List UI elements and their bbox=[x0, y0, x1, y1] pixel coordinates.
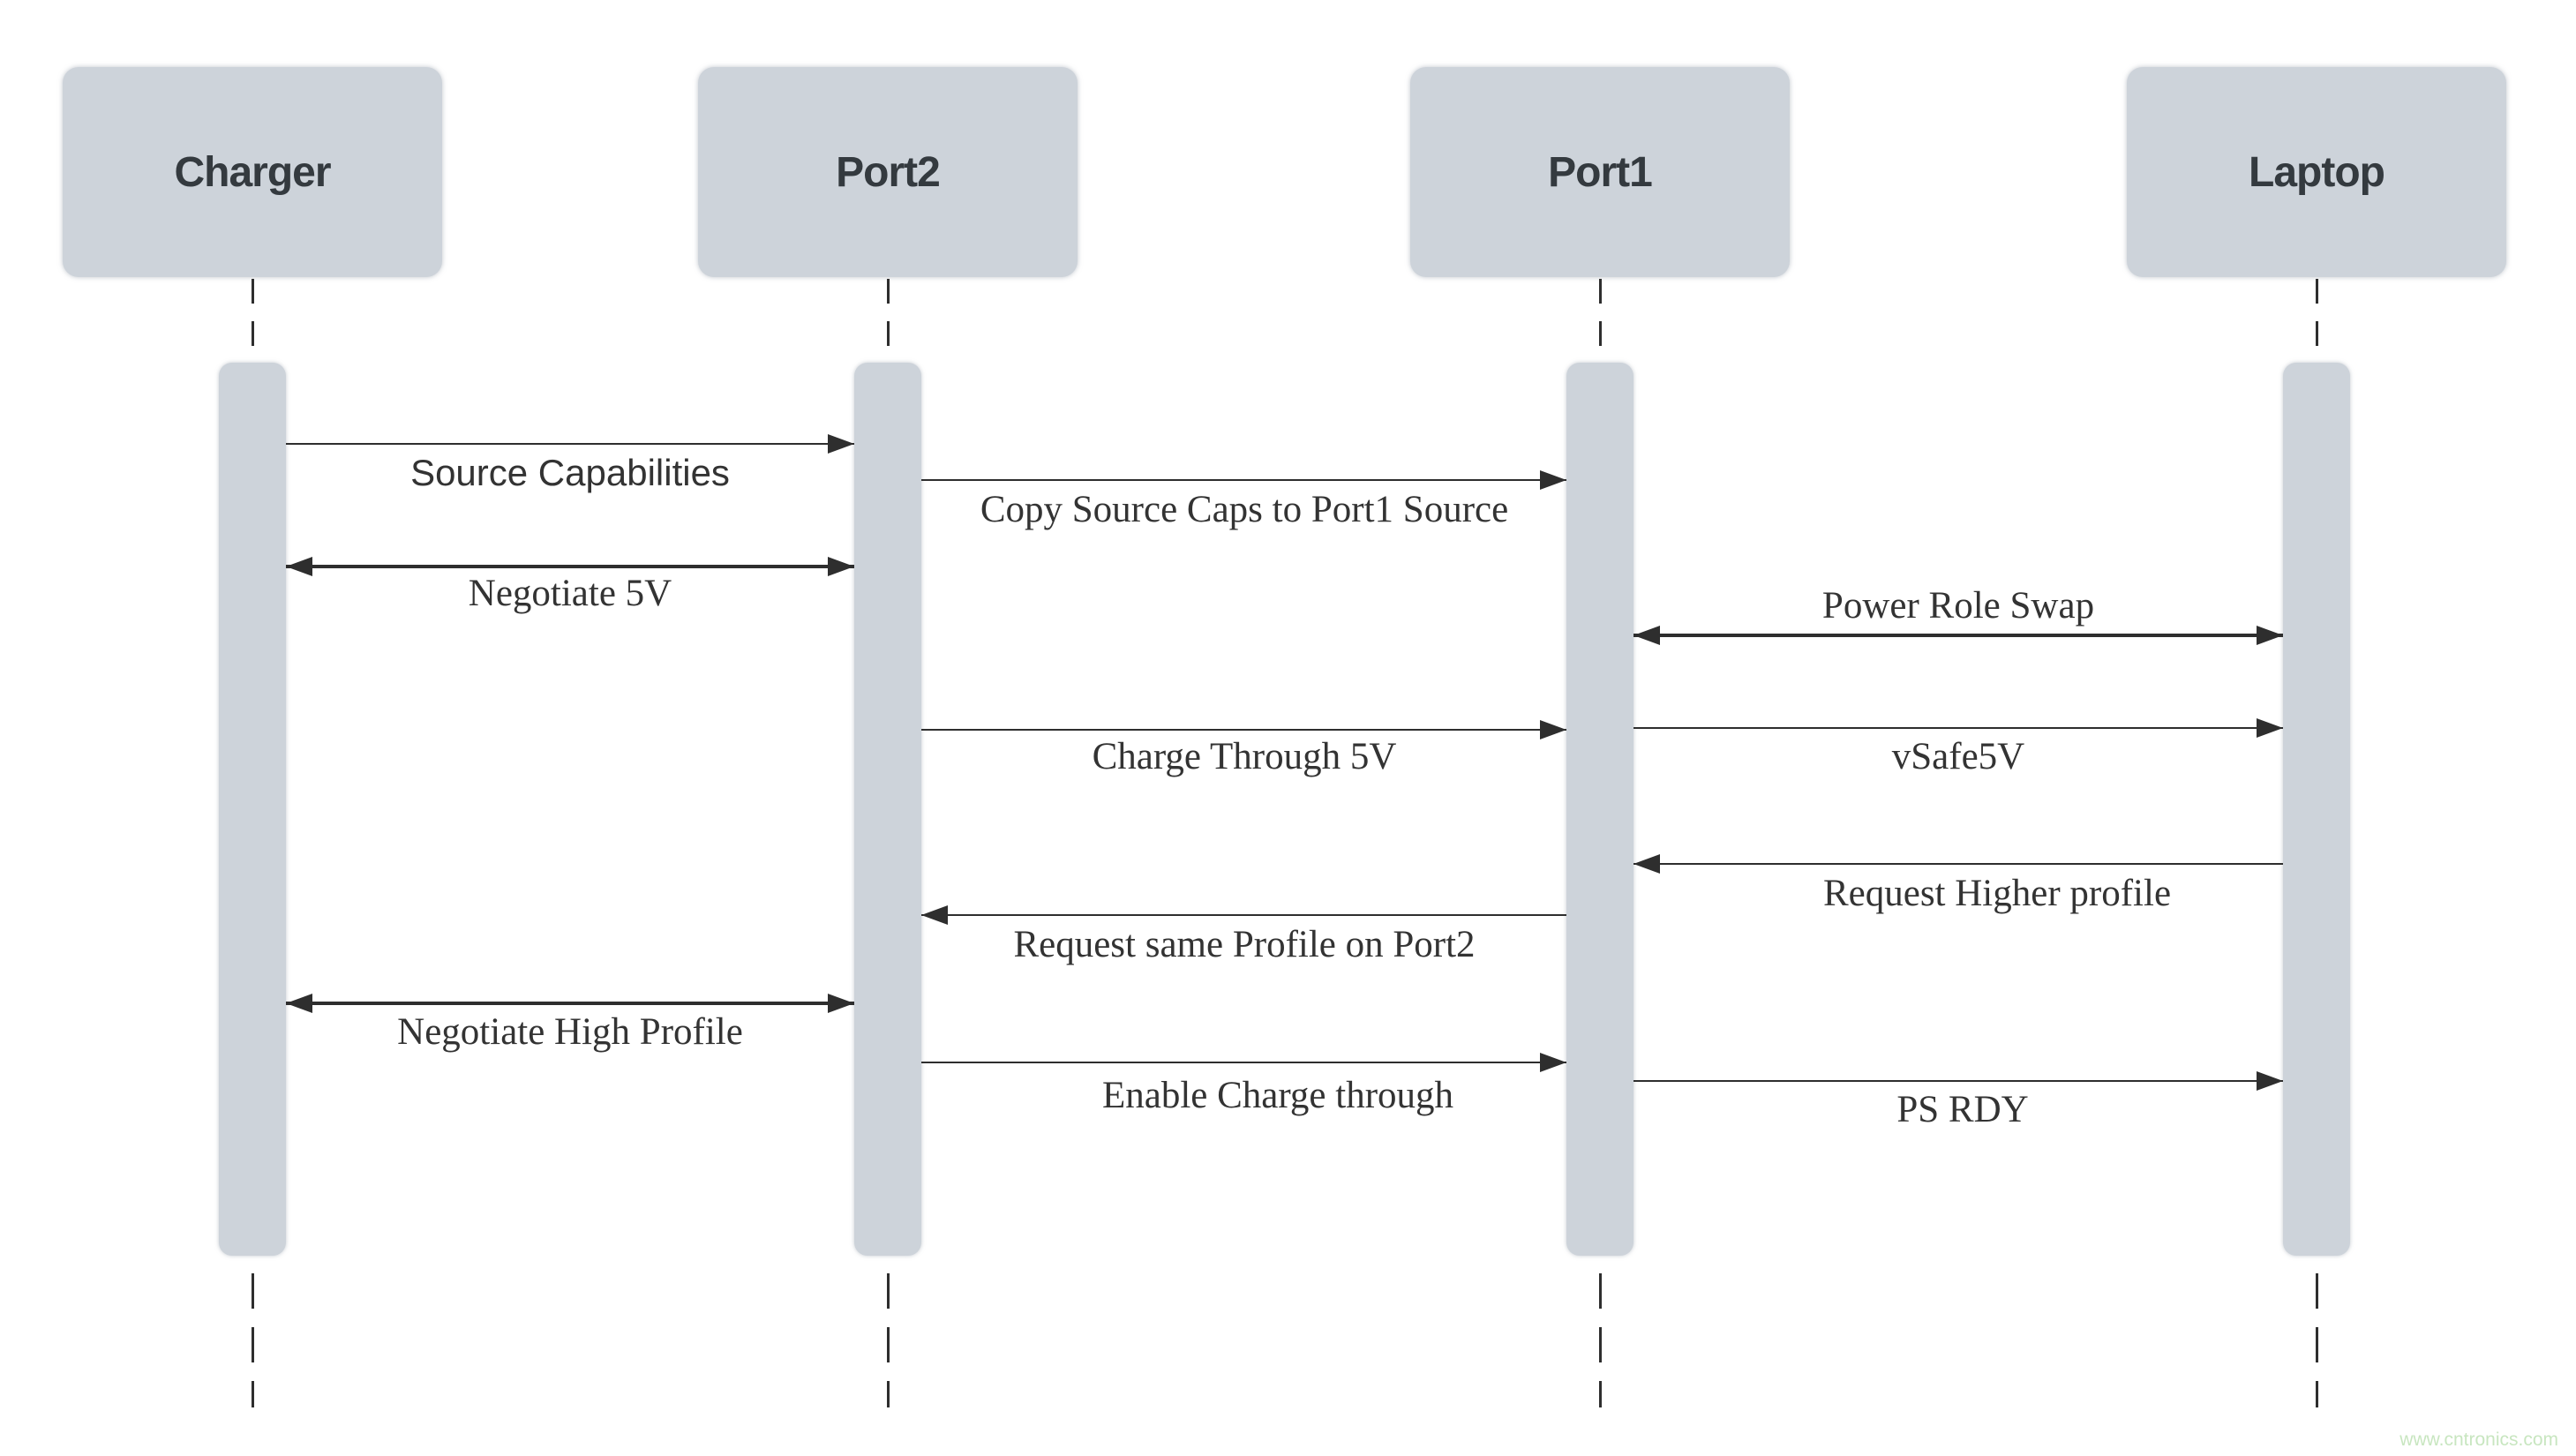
activation-bar-port1 bbox=[1566, 363, 1633, 1256]
actor-box-port2: Port2 bbox=[698, 67, 1078, 277]
message-label: Request same Profile on Port2 bbox=[1013, 924, 1476, 965]
message-line bbox=[1633, 634, 2283, 637]
message-line bbox=[1633, 1080, 2283, 1082]
arrowhead-left bbox=[286, 994, 312, 1013]
arrowhead-right bbox=[2257, 626, 2283, 645]
lifeline-dash-bottom bbox=[886, 1273, 890, 1407]
arrowhead-right bbox=[828, 994, 854, 1013]
activation-bar-laptop bbox=[2283, 363, 2350, 1256]
lifeline-dash-top bbox=[2315, 279, 2318, 363]
message-line bbox=[286, 1002, 854, 1005]
arrowhead-left bbox=[921, 905, 948, 925]
actor-label: Port1 bbox=[1548, 148, 1653, 196]
message-line bbox=[921, 729, 1566, 731]
arrowhead-right bbox=[828, 434, 854, 454]
actor-box-charger: Charger bbox=[63, 67, 442, 277]
message-label: Request Higher profile bbox=[1822, 873, 2172, 914]
message-label: Negotiate 5V bbox=[468, 573, 672, 614]
message-label: vSafe5V bbox=[1891, 736, 2025, 777]
message-label: Charge Through 5V bbox=[1092, 736, 1397, 777]
lifeline-dash-bottom bbox=[1598, 1273, 1602, 1407]
message-label: Enable Charge through bbox=[1101, 1075, 1454, 1116]
message-line bbox=[921, 1062, 1566, 1063]
arrowhead-right bbox=[1540, 720, 1566, 739]
arrowhead-left bbox=[1633, 626, 1660, 645]
message-label: Negotiate High Profile bbox=[397, 1011, 743, 1053]
watermark: www.cntronics.com bbox=[2400, 1430, 2558, 1450]
arrowhead-right bbox=[2257, 1071, 2283, 1091]
message-label: Source Capabilities bbox=[410, 452, 730, 493]
message-line bbox=[921, 914, 1566, 916]
lifeline-dash-bottom bbox=[251, 1273, 254, 1407]
message-label: PS RDY bbox=[1896, 1089, 2029, 1130]
lifeline-dash-top bbox=[1598, 279, 1602, 363]
lifeline-dash-bottom bbox=[2315, 1273, 2318, 1407]
actor-box-port1: Port1 bbox=[1410, 67, 1790, 277]
lifeline-dash-top bbox=[886, 279, 890, 363]
message-line bbox=[1633, 863, 2283, 865]
message-label: Copy Source Caps to Port1 Source bbox=[980, 489, 1509, 530]
arrowhead-left bbox=[1633, 854, 1660, 874]
actor-label: Charger bbox=[174, 148, 331, 196]
activation-bar-charger bbox=[219, 363, 286, 1256]
arrowhead-right bbox=[2257, 718, 2283, 738]
actor-box-laptop: Laptop bbox=[2127, 67, 2506, 277]
message-line bbox=[1633, 727, 2283, 729]
actor-label: Port2 bbox=[836, 148, 941, 196]
activation-bar-port2 bbox=[854, 363, 921, 1256]
arrowhead-right bbox=[1540, 470, 1566, 490]
arrowhead-left bbox=[286, 557, 312, 576]
arrowhead-right bbox=[1540, 1053, 1566, 1072]
message-line bbox=[286, 443, 854, 445]
actor-label: Laptop bbox=[2249, 148, 2385, 196]
message-label: Power Role Swap bbox=[1821, 585, 2095, 627]
arrowhead-right bbox=[828, 557, 854, 576]
lifeline-dash-top bbox=[251, 279, 254, 363]
message-line bbox=[286, 565, 854, 568]
message-line bbox=[921, 479, 1566, 481]
